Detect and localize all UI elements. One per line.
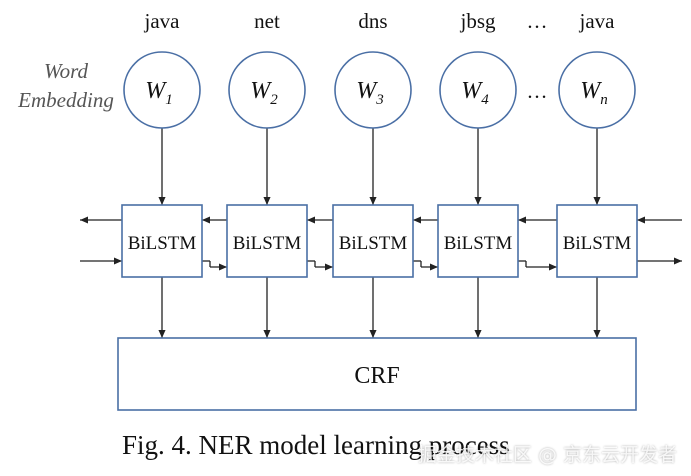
bilstm-label: BiLSTM xyxy=(563,233,632,254)
embedding-node xyxy=(228,51,306,129)
crf-layer xyxy=(117,337,637,411)
embedding-ellipsis: … xyxy=(527,79,548,103)
embedding-node xyxy=(558,51,636,129)
bilstm-label: BiLSTM xyxy=(444,233,513,254)
bilstm-label: BiLSTM xyxy=(128,233,197,254)
embedding-label-line1: Word xyxy=(44,59,88,83)
bilstm-cell xyxy=(226,204,308,278)
token-label: java xyxy=(144,9,181,33)
bilstm-cell xyxy=(332,204,414,278)
bilstm-cell xyxy=(556,204,638,278)
bilstm-cell xyxy=(121,204,203,278)
bilstm-label: BiLSTM xyxy=(233,233,302,254)
token-label: jbsg xyxy=(459,9,496,33)
token-label: dns xyxy=(358,9,387,33)
bilstm-label: BiLSTM xyxy=(339,233,408,254)
figure-caption: Fig. 4. NER model learning process xyxy=(122,430,510,460)
token-label: java xyxy=(579,9,616,33)
bilstm-cell xyxy=(437,204,519,278)
embedding-label-line2: Embedding xyxy=(17,88,114,112)
token-label: net xyxy=(254,9,280,33)
crf-label: CRF xyxy=(354,363,399,389)
embedding-node xyxy=(334,51,412,129)
embedding-node xyxy=(439,51,517,129)
token-ellipsis: … xyxy=(527,9,548,33)
watermark-text: 掘金技术社区 @ 京东云开发者 xyxy=(417,444,677,466)
embedding-node xyxy=(123,51,201,129)
